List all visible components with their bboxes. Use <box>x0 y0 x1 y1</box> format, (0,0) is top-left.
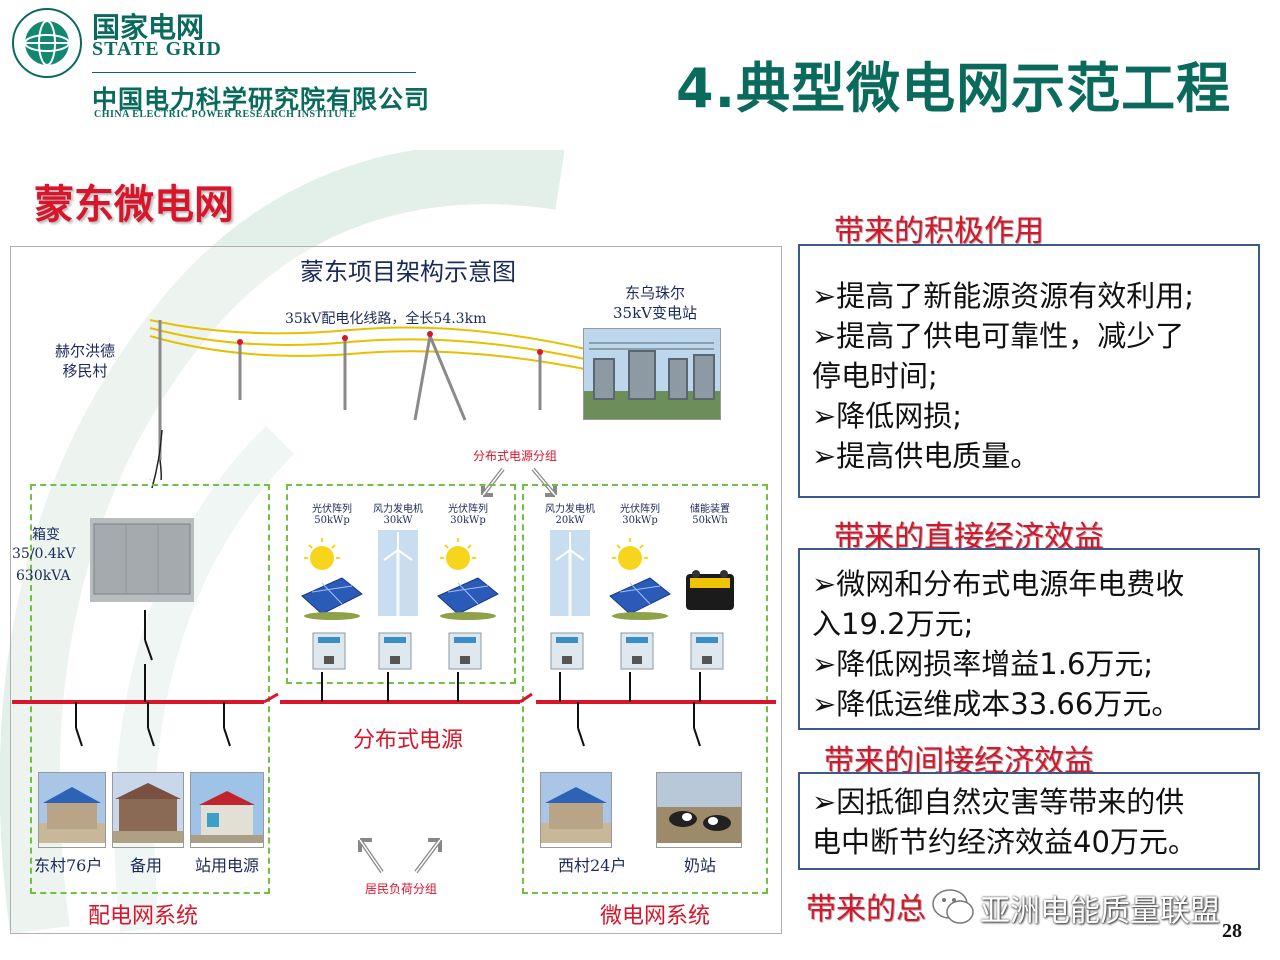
microgrid-system-label: 微电网系统 <box>600 904 711 929</box>
direct-line: ➢微网和分布式电源年电费收 <box>812 567 1185 601</box>
positive-title: 带来的积极作用 <box>834 214 1044 249</box>
load-photo <box>190 772 264 848</box>
dg-label: 分布式电源 <box>353 728 464 753</box>
dairy-photo <box>657 773 741 843</box>
section-title: 蒙东微电网 <box>34 182 234 228</box>
unit-name: 风力发电机 <box>545 504 595 515</box>
load-group-arrows-icon <box>358 838 442 874</box>
wind-turbine-icon <box>550 530 590 616</box>
village-label-2: 移民村 <box>62 362 108 380</box>
page-title: 4.典型微电网示范工程 <box>676 57 1232 120</box>
unit-name: 储能装置 <box>690 504 730 515</box>
unit-name: 风力发电机 <box>373 504 423 515</box>
institute-cn: 中国电力科学研究院有限公司 <box>92 85 431 114</box>
load-photo <box>540 772 612 848</box>
unit-rating: 30kWp <box>622 515 658 526</box>
house-photo <box>113 773 183 843</box>
unit-name: 光伏阵列 <box>312 504 352 515</box>
page-number: 28 <box>1222 920 1242 942</box>
inverter-icon <box>378 632 412 670</box>
positive-line: ➢提高了供电可靠性，减少了 <box>812 319 1185 353</box>
dg-group-box-1 <box>286 484 516 684</box>
distribution-group-box <box>30 484 270 894</box>
load-photo <box>656 772 742 848</box>
transformer-label-2: 35/0.4kV <box>12 546 76 562</box>
diagram-title: 蒙东项目架构示意图 <box>300 258 516 286</box>
inverter-icon <box>312 632 346 670</box>
positive-box: ➢提高了新能源资源有效利用; ➢提高了供电可靠性，减少了 停电时间; ➢降低网损… <box>798 244 1260 498</box>
institute-en: CHINA ELECTRIC POWER RESEARCH INSTITUTE <box>94 109 357 120</box>
header-divider <box>92 72 416 73</box>
unit-rating: 50kWh <box>692 515 728 526</box>
inverter-icon <box>550 632 584 670</box>
load-label: 站用电源 <box>195 856 260 875</box>
unit-rating: 20kW <box>555 515 585 526</box>
load-label: 奶站 <box>684 856 717 875</box>
inverter-icon <box>448 632 482 670</box>
dg-group-label: 分布式电源分组 <box>473 449 558 463</box>
total-title: 带来的总 <box>806 892 926 927</box>
load-photo <box>112 772 184 848</box>
unit-name: 光伏阵列 <box>620 504 660 515</box>
indirect-line: ➢因抵御自然灾害等带来的供 <box>812 785 1185 819</box>
inverter-icon <box>620 632 654 670</box>
substation-label-1: 东乌珠尔 <box>624 284 685 302</box>
substation-photo <box>583 328 721 420</box>
transformer-label-1: 箱变 <box>32 527 60 543</box>
load-label: 备用 <box>130 856 163 875</box>
battery-icon <box>686 570 734 610</box>
direct-line: ➢降低网损率增益1.6万元; <box>812 647 1154 681</box>
positive-line: 停电时间; <box>812 359 938 393</box>
village-label-1: 赫尔洪德 <box>54 342 115 360</box>
direct-line: ➢降低运维成本33.66万元。 <box>812 687 1181 721</box>
unit-name: 光伏阵列 <box>448 504 488 515</box>
wechat-icon <box>932 889 974 924</box>
watermark-text: 亚洲电能质量联盟 <box>980 894 1220 929</box>
load-group-label: 居民负荷分组 <box>365 882 438 896</box>
state-grid-logo-icon <box>12 8 82 78</box>
distribution-system-label: 配电网系统 <box>88 904 199 929</box>
logo-cn: 国家电网 <box>92 11 205 44</box>
indirect-box: ➢因抵御自然灾害等带来的供 电中断节约经济效益40万元。 <box>798 772 1260 870</box>
house-photo <box>541 773 611 843</box>
positive-line: ➢提高了新能源资源有效利用; <box>812 279 1195 313</box>
microgrid-group-box <box>522 484 768 894</box>
solar-panel-icon <box>609 538 671 620</box>
direct-line: 入19.2万元; <box>812 607 974 641</box>
dg-group-arrows-icon <box>481 467 557 497</box>
positive-line: ➢提高供电质量。 <box>812 439 1040 473</box>
substation-label-2: 35kV变电站 <box>612 304 697 322</box>
positive-line: ➢降低网损; <box>812 399 963 433</box>
overhead-line-graphic <box>149 319 591 480</box>
unit-rating: 30kW <box>383 515 413 526</box>
line-label: 35kV配电化线路，全长54.3km <box>285 311 487 327</box>
direct-box: ➢微网和分布式电源年电费收 入19.2万元; ➢降低网损率增益1.6万元; ➢降… <box>798 548 1260 730</box>
drop-cable <box>151 430 163 489</box>
wind-turbine-icon <box>378 530 418 616</box>
load-label: 东村76户 <box>34 856 103 875</box>
solar-panel-icon <box>437 538 499 620</box>
transformer-label-3: 630kVA <box>16 568 71 584</box>
load-label: 西村24户 <box>558 856 627 875</box>
unit-rating: 50kWp <box>314 515 350 526</box>
load-photo <box>38 772 106 848</box>
unit-rating: 30kWp <box>450 515 486 526</box>
box-transformer-photo <box>90 518 194 602</box>
inverter-icon <box>690 632 724 670</box>
bus-bar-graphic <box>12 610 776 747</box>
indirect-line: 电中断节约经济效益40万元。 <box>812 825 1197 859</box>
house-photo <box>39 773 105 843</box>
solar-panel-icon <box>301 538 363 620</box>
logo-en: STATE GRID <box>92 38 222 60</box>
station-photo <box>191 773 263 843</box>
